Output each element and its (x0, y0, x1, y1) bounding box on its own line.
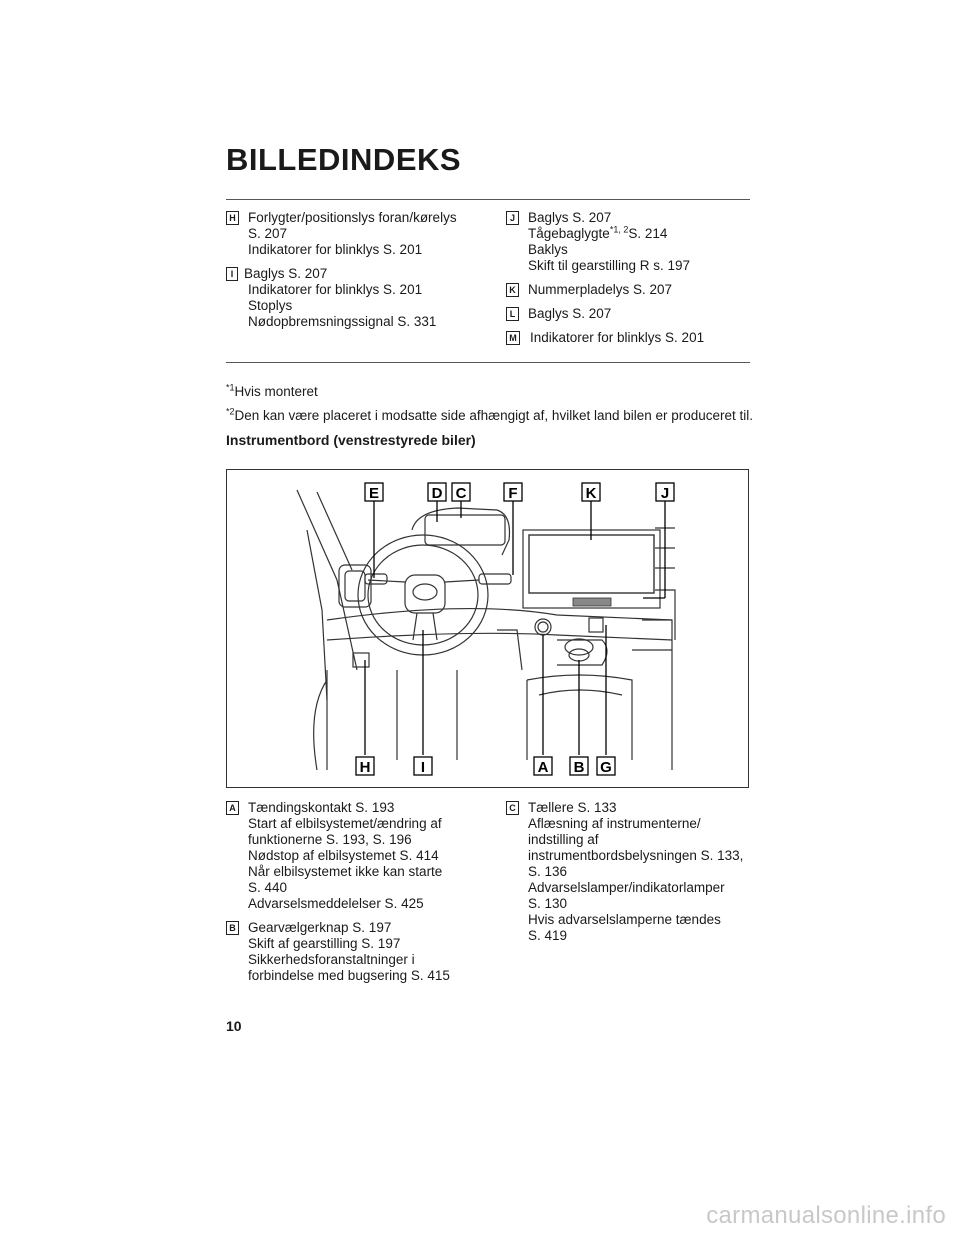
top-left-column: H Forlygter/positionslys foran/kørelys S… (226, 210, 486, 338)
entry-j: J Baglys S. 207 Tågebaglygte*1, 2S. 214 … (506, 210, 750, 274)
entry-line: Indikatorer for blinklys S. 201 (530, 330, 705, 345)
dashboard-drawing: E D C F K J H I A B G (296, 482, 676, 776)
entry-line: Baglys S. 207 (244, 266, 328, 281)
entry-line: Aflæsning af instrumenterne/ (528, 816, 701, 831)
entry-label-badge: L (506, 307, 519, 321)
entry-line: Tågebaglygte*1, 2S. 214 (528, 224, 750, 242)
entry-line: Stoplys (248, 298, 293, 313)
entry-a: A Tændingskontakt S. 193 Start af elbils… (226, 800, 488, 912)
entry-line: Når elbilsystemet ikke kan starte (248, 864, 443, 879)
entry-line: Nummerpladelys S. 207 (528, 282, 673, 297)
entry-line: Nødopbremsningssignal S. 331 (248, 314, 437, 329)
entry-label-badge: H (226, 211, 239, 225)
entry-line: forbindelse med bugsering S. 415 (248, 968, 450, 983)
footnote-mark: *2 (226, 406, 235, 417)
entry-label-badge: A (226, 801, 239, 815)
figure-label-text: I (421, 759, 425, 776)
entry-line: instrumentbordsbelysningen S. 133, (528, 848, 744, 863)
figure-label-c: C (451, 482, 471, 502)
entry-label-badge: I (226, 267, 238, 281)
entry-label-badge: C (506, 801, 519, 815)
entry-label-badge: B (226, 921, 239, 935)
figure-label-j: J (655, 482, 675, 502)
entry-line: Indikatorer for blinklys S. 201 (248, 242, 423, 257)
entry-c: C Tællere S. 133 Aflæsning af instrument… (506, 800, 750, 944)
entry-text: S. 214 (628, 226, 668, 241)
figure-label-a: A (533, 756, 553, 776)
figure-label-d: D (427, 482, 447, 502)
entry-line: Start af elbilsystemet/ændring af (248, 816, 442, 831)
bottom-right-column: C Tællere S. 133 Aflæsning af instrument… (506, 800, 750, 952)
figure-label-text: B (574, 759, 585, 776)
figure-label-k: K (581, 482, 601, 502)
entry-line: Skift til gearstilling R s. 197 (528, 258, 691, 273)
entry-line: Baglys S. 207 (528, 306, 612, 321)
entry-label-badge: J (506, 211, 519, 225)
figure-label-text: A (538, 759, 549, 776)
figure-label-h: H (355, 756, 375, 776)
entry-label-badge: M (506, 331, 520, 345)
section-subheading: Instrumentbord (venstrestyrede biler) (226, 432, 476, 448)
top-divider (226, 199, 750, 200)
entry-line: Tællere S. 133 (528, 800, 617, 815)
footnote-text: Hvis monteret (234, 384, 318, 399)
figure-label-text: H (360, 759, 371, 776)
entry-line: Advarselslamper/indikatorlamper (528, 880, 725, 895)
footnote-text: Den kan være placeret i modsatte side af… (234, 408, 754, 423)
entry-b: B Gearvælgerknap S. 197 Skift af gearsti… (226, 920, 488, 984)
bottom-left-column: A Tændingskontakt S. 193 Start af elbils… (226, 800, 488, 992)
figure-label-i: I (413, 756, 433, 776)
entry-h: H Forlygter/positionslys foran/kørelys S… (226, 210, 486, 258)
entry-line: Advarselsmeddelelser S. 425 (248, 896, 424, 911)
entry-k: K Nummerpladelys S. 207 (506, 282, 750, 298)
entry-line: Tændingskontakt S. 193 (248, 800, 395, 815)
footnote-1: *1Hvis monteret (226, 382, 318, 399)
figure-label-text: K (586, 485, 597, 502)
figure-label-text: D (432, 485, 443, 502)
page-number: 10 (226, 1018, 242, 1034)
figure-label-text: E (369, 485, 379, 502)
entry-line: S. 130 (528, 896, 568, 911)
entry-l: L Baglys S. 207 (506, 306, 750, 322)
figure-label-text: J (661, 485, 669, 502)
watermark: carmanualsonline.info (706, 1202, 946, 1229)
figure-label-e: E (364, 482, 384, 502)
entry-line: funktionerne S. 193, S. 196 (248, 832, 412, 847)
dashboard-illustration: E D C F K J H I A B G (226, 469, 749, 788)
entry-i: I Baglys S. 207 Indikatorer for blinklys… (226, 266, 486, 330)
figure-label-g: G (596, 756, 616, 776)
entry-text: Tågebaglygte (528, 226, 610, 241)
entry-line: Gearvælgerknap S. 197 (248, 920, 392, 935)
entry-line: Baglys S. 207 (528, 210, 612, 225)
entry-line: S. 440 (248, 880, 288, 895)
figure-label-text: F (508, 485, 517, 502)
entry-line: Skift af gearstilling S. 197 (248, 936, 401, 951)
footnote-2: *2Den kan være placeret i modsatte side … (226, 406, 754, 423)
entry-line: Baklys (528, 242, 568, 257)
page-title: BILLEDINDEKS (226, 142, 462, 177)
figure-label-text: G (600, 759, 612, 776)
figure-label-b: B (569, 756, 589, 776)
entry-line: Indikatorer for blinklys S. 201 (248, 282, 423, 297)
entry-line: Hvis advarselslamperne tændes (528, 912, 721, 927)
entry-line: Nødstop af elbilsystemet S. 414 (248, 848, 439, 863)
figure-label-f: F (503, 482, 523, 502)
entry-label-badge: K (506, 283, 519, 297)
top-right-column: J Baglys S. 207 Tågebaglygte*1, 2S. 214 … (506, 210, 750, 354)
figure-label-text: C (456, 485, 467, 502)
footnote-mark: *1 (226, 382, 235, 393)
entry-line: Sikkerhedsforanstaltninger i (248, 952, 415, 967)
entry-line: S. 136 (528, 864, 568, 879)
entry-line: S. 207 (248, 226, 288, 241)
footnote-ref: *1, 2 (609, 224, 629, 235)
entry-line: Forlygter/positionslys foran/kørelys (248, 210, 457, 225)
entry-line: S. 419 (528, 928, 568, 943)
entry-line: indstilling af (528, 832, 599, 847)
middle-divider (226, 362, 750, 363)
entry-m: M Indikatorer for blinklys S. 201 (506, 330, 750, 346)
